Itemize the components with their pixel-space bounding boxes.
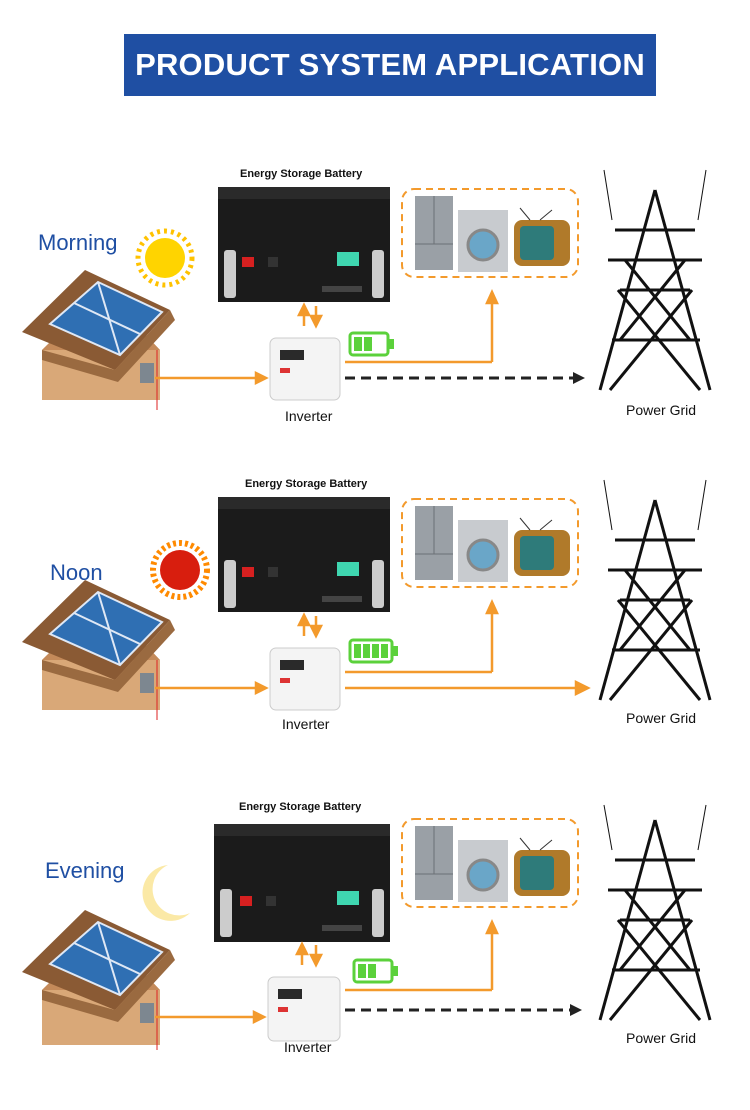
refrigerator-icon [415, 506, 453, 580]
inverter-icon [269, 337, 341, 401]
battery-cabinet-icon [218, 497, 390, 612]
moon-icon [142, 865, 190, 921]
battery-level-icon [352, 958, 398, 984]
battery-label: Energy Storage Battery [240, 168, 363, 180]
power-tower-icon [598, 479, 712, 701]
period-label: Morning [38, 230, 118, 255]
battery-level-icon [348, 638, 398, 664]
grid-label: Power Grid [626, 1030, 697, 1046]
scenario-morning: Morning Energy Storage Battery Inverter … [0, 160, 750, 450]
page-title-banner: PRODUCT SYSTEM APPLICATION [124, 34, 656, 96]
flow-arrows [155, 598, 591, 697]
battery-label: Energy Storage Battery [245, 478, 368, 490]
television-icon [514, 207, 570, 266]
house-icon [22, 580, 175, 720]
house-icon [22, 910, 175, 1050]
power-tower-icon [598, 169, 712, 391]
page-title: PRODUCT SYSTEM APPLICATION [135, 47, 645, 82]
scenario-noon: Noon Energy Storage Battery Inverter Pow… [0, 470, 750, 760]
scene-graphic [22, 169, 712, 410]
period-label: Noon [50, 560, 103, 585]
inverter-label: Inverter [284, 1039, 332, 1055]
refrigerator-icon [415, 196, 453, 270]
refrigerator-icon [415, 826, 453, 900]
inverter-label: Inverter [285, 408, 333, 424]
flow-arrows [155, 288, 499, 386]
power-tower-icon [598, 804, 712, 1021]
television-icon [514, 837, 570, 896]
house-icon [22, 270, 175, 410]
hot-sun-icon [150, 540, 210, 600]
washing-machine-icon [458, 520, 508, 582]
television-icon [514, 517, 570, 576]
period-label: Evening [45, 858, 125, 883]
washing-machine-icon [458, 840, 508, 902]
flow-arrows [155, 918, 499, 1025]
scenario-evening: Evening Energy Storage Battery Inverter … [0, 795, 750, 1085]
sun-icon [135, 228, 195, 288]
inverter-icon [269, 647, 341, 711]
battery-label: Energy Storage Battery [239, 801, 362, 813]
battery-cabinet-icon [214, 824, 390, 942]
battery-level-icon [348, 331, 394, 357]
washing-machine-icon [458, 210, 508, 272]
grid-label: Power Grid [626, 710, 697, 726]
scene-graphic [22, 479, 712, 720]
inverter-label: Inverter [282, 716, 330, 732]
grid-label: Power Grid [626, 402, 697, 418]
inverter-icon [267, 976, 341, 1042]
battery-cabinet-icon [218, 187, 390, 302]
scene-graphic [22, 804, 712, 1050]
